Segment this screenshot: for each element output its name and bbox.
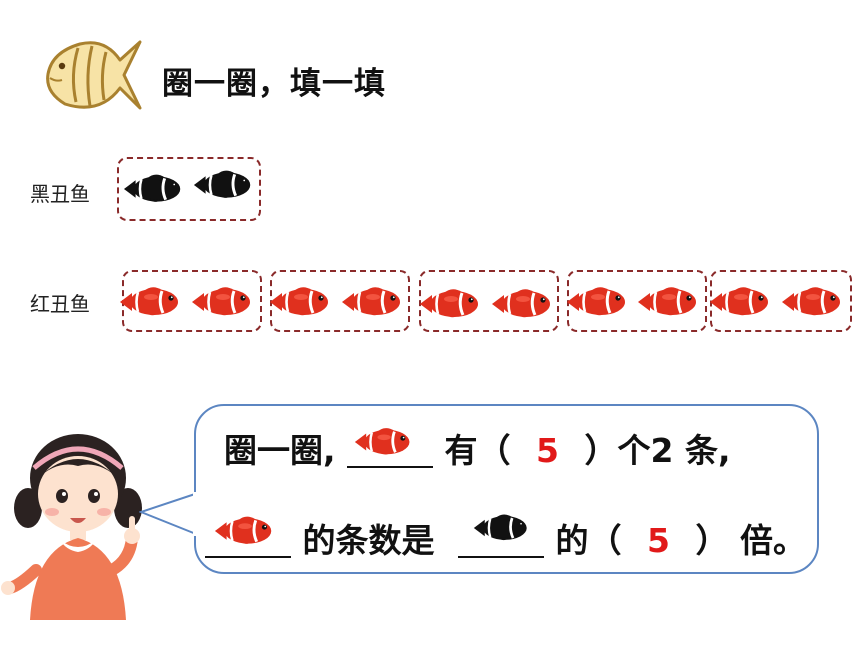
- page-title: 圈一圈，填一填: [162, 66, 386, 102]
- line1-suffix: ）个2 条,: [584, 431, 731, 470]
- line1-has: 有（: [444, 431, 511, 470]
- red-clownfish-icon: [636, 285, 704, 319]
- red-clownfish-icon: [418, 287, 486, 321]
- speech-bubble-tail: [139, 491, 202, 537]
- black-clownfish-icon: [122, 170, 188, 208]
- red-clownfish-icon: [565, 285, 633, 319]
- red-clownfish-icon: [118, 285, 186, 319]
- answer-blank-3: [458, 514, 544, 558]
- red-clownfish-icon: [708, 285, 776, 319]
- red-clownfish-icon: [353, 426, 417, 458]
- black-clownfish-icon: [192, 166, 258, 204]
- answer-blank-2: [205, 516, 291, 558]
- red-clownfish-icon: [213, 514, 279, 548]
- answer-blank-1: [347, 428, 434, 468]
- black-clownfish-icon: [472, 510, 534, 546]
- speech-bubble: [194, 404, 819, 574]
- red-clownfish-icon: [268, 285, 336, 319]
- red-fish-group-5: [710, 270, 852, 332]
- line2-suffix: ） 倍。: [695, 521, 806, 560]
- speech-bubble-tail-mask: [193, 492, 199, 536]
- answer-count: 5: [536, 431, 560, 470]
- line1-prefix: 圈一圈,: [224, 431, 336, 470]
- red-clownfish-label: 红丑鱼: [30, 292, 90, 316]
- girl-illustration: [1, 434, 142, 620]
- angelfish-icon: [46, 40, 142, 110]
- black-clownfish-label: 黑丑鱼: [30, 182, 90, 206]
- answer-times: 5: [647, 521, 670, 560]
- bubble-line-2: 的条数是 的（ 5 ） 倍。: [205, 514, 806, 562]
- red-fish-group-4: [567, 270, 707, 332]
- red-fish-group-3: [419, 270, 559, 332]
- line2-of: 的（: [555, 521, 622, 560]
- red-fish-group-2: [270, 270, 410, 332]
- line2-mid: 的条数是: [302, 521, 435, 560]
- red-clownfish-icon: [780, 285, 848, 319]
- bubble-line-1: 圈一圈, 有（ 5 ）个2 条,: [224, 424, 731, 472]
- red-clownfish-icon: [340, 285, 408, 319]
- black-fish-group: [117, 157, 261, 221]
- red-clownfish-icon: [190, 285, 258, 319]
- red-clownfish-icon: [490, 287, 558, 321]
